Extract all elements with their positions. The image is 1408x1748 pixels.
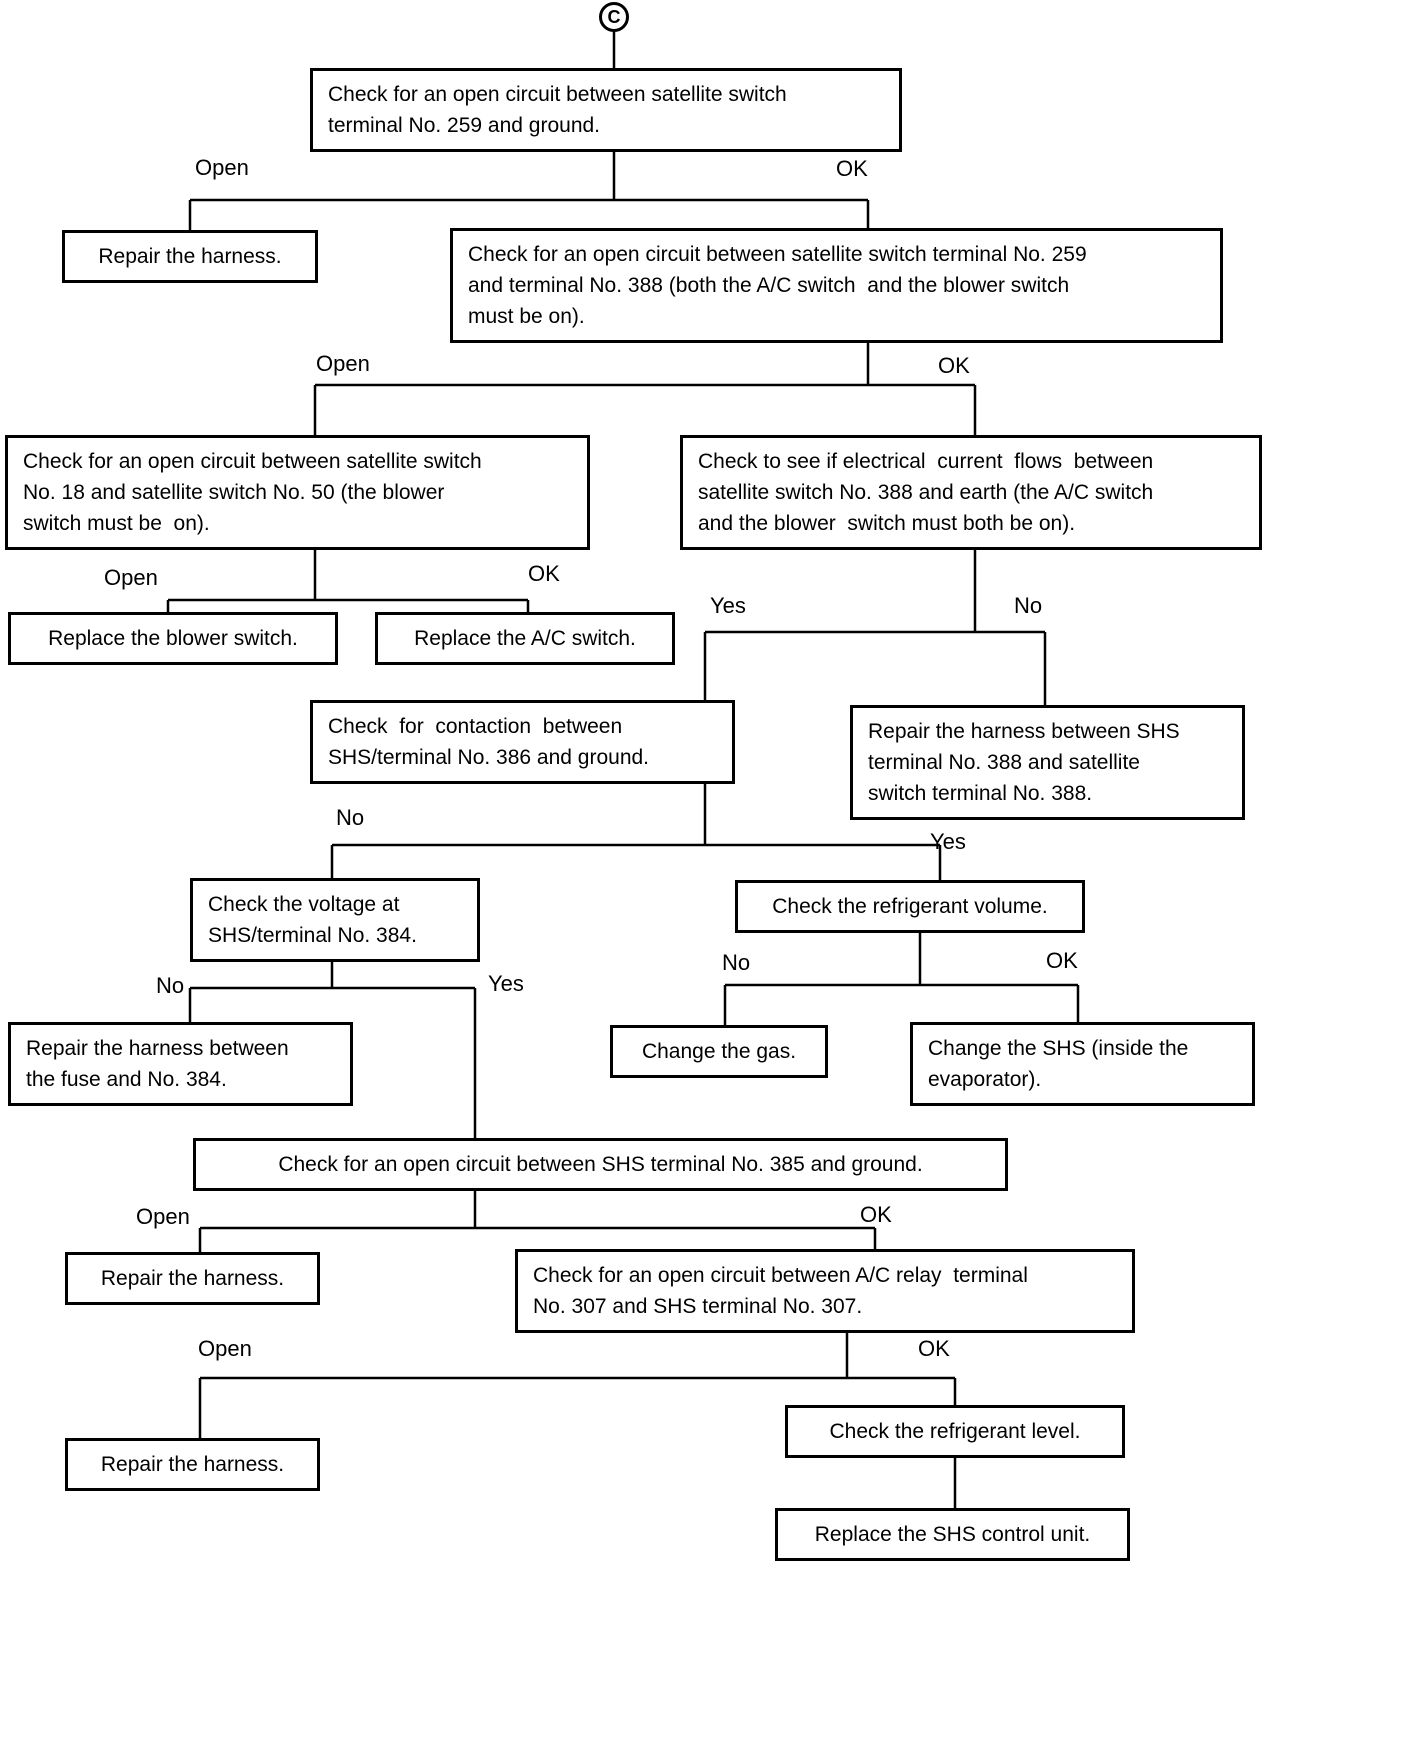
branch-label-yes-1: Yes (710, 593, 746, 618)
flow-node-replace-shs-control-unit: Replace the SHS control unit. (775, 1508, 1130, 1561)
branch-label-open-3: Open (104, 565, 158, 590)
flow-node-change-gas: Change the gas. (610, 1025, 828, 1078)
branch-label-open-4: Open (136, 1204, 190, 1229)
flow-node-check-circuit-18-50: Check for an open circuit between satell… (5, 435, 590, 550)
flow-node-check-current-388-earth: Check to see if electrical current flows… (680, 435, 1262, 550)
branch-label-no-3: No (156, 973, 185, 998)
branch-label-open-2: Open (316, 351, 370, 376)
branch-label-ok-3: OK (528, 561, 560, 586)
branch-label-no-1: No (1014, 593, 1043, 618)
flow-node-check-circuit-385-ground: Check for an open circuit between SHS te… (193, 1138, 1008, 1191)
branch-label-yes-2: Yes (930, 829, 966, 854)
branch-label-ok-5: OK (860, 1202, 892, 1227)
branch-label-no-4: No (722, 950, 751, 975)
flow-node-replace-blower-switch: Replace the blower switch. (8, 612, 338, 665)
flow-node-check-circuit-307-307: Check for an open circuit between A/C re… (515, 1249, 1135, 1333)
flow-node-change-shs: Change the SHS (inside the evaporator). (910, 1022, 1255, 1106)
branch-label-open-5: Open (198, 1336, 252, 1361)
flow-node-check-refrigerant-level: Check the refrigerant level. (785, 1405, 1125, 1458)
branch-label-ok-6: OK (918, 1336, 950, 1361)
branch-label-yes-3: Yes (488, 971, 524, 996)
flow-node-repair-harness-bottom: Repair the harness. (65, 1438, 320, 1491)
flow-node-repair-harness-fuse-384: Repair the harness between the fuse and … (8, 1022, 353, 1106)
branch-label-no-2: No (336, 805, 365, 830)
flow-node-check-refrigerant-volume: Check the refrigerant volume. (735, 880, 1085, 933)
flow-node-repair-harness-mid: Repair the harness. (65, 1252, 320, 1305)
flow-node-repair-harness-shs-388: Repair the harness between SHS terminal … (850, 705, 1245, 820)
branch-label-ok-2: OK (938, 353, 970, 378)
flow-node-repair-harness-top: Repair the harness. (62, 230, 318, 283)
flow-node-replace-ac-switch: Replace the A/C switch. (375, 612, 675, 665)
flow-node-check-contaction-386: Check for contaction between SHS/termina… (310, 700, 735, 784)
flow-node-check-circuit-259-388: Check for an open circuit between satell… (450, 228, 1223, 343)
flow-node-check-voltage-384: Check the voltage at SHS/terminal No. 38… (190, 878, 480, 962)
flow-node-check-circuit-sat-259-ground: Check for an open circuit between satell… (310, 68, 902, 152)
branch-label-ok-4: OK (1046, 948, 1078, 973)
branch-label-open-1: Open (195, 155, 249, 180)
branch-label-ok-1: OK (836, 156, 868, 181)
connector-c: C (599, 2, 629, 32)
